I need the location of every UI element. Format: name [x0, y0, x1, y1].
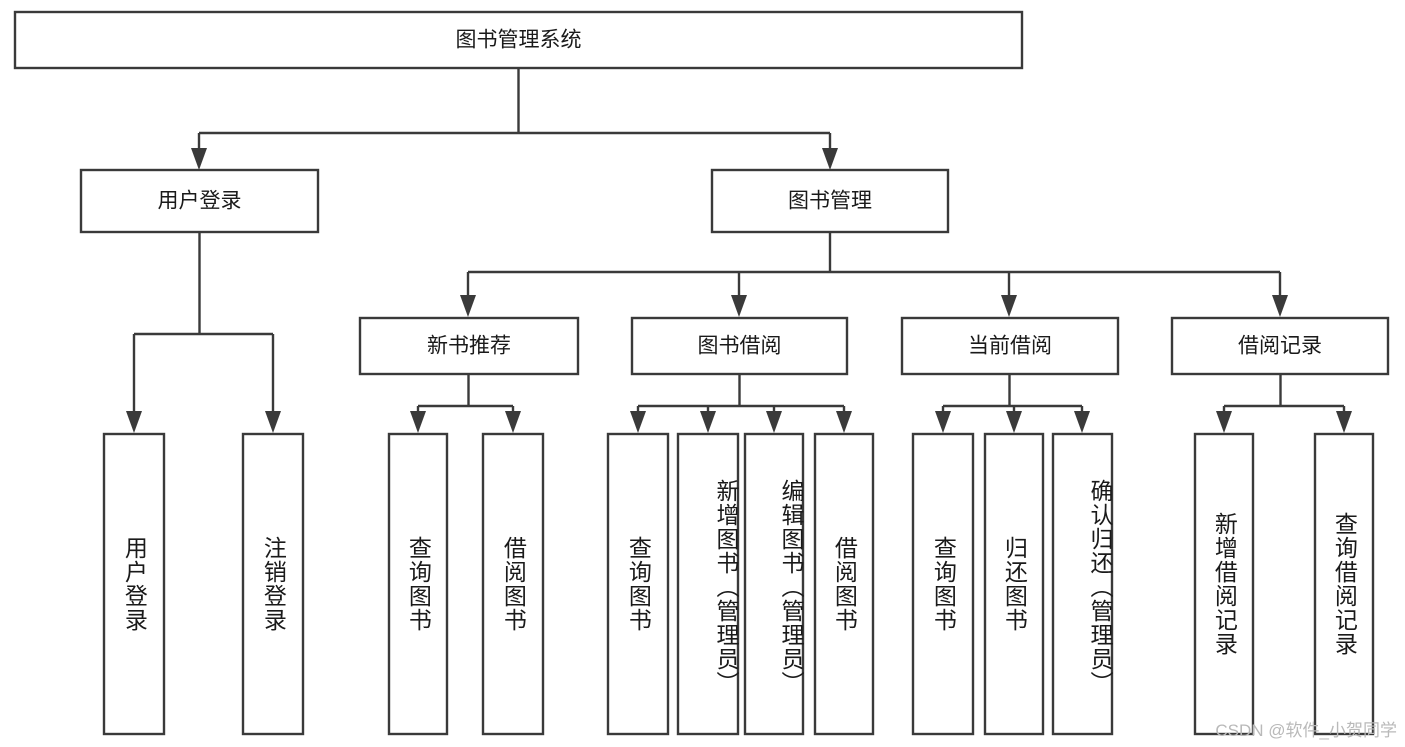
node-book-management-box[interactable] — [710, 168, 950, 234]
node-book-borrow-box[interactable] — [630, 316, 849, 376]
node-leaf-box[interactable] — [102, 432, 166, 736]
arrow-borrow-leaf-3 — [766, 411, 782, 433]
arrow-current-leaf-2 — [1006, 411, 1022, 433]
arrow-book-mgmt-to-borrow — [731, 295, 747, 317]
node-leaf-box[interactable] — [387, 432, 449, 736]
node-leaf-box[interactable] — [1313, 432, 1375, 736]
node-borrow-records-box[interactable] — [1170, 316, 1390, 376]
node-leaf-box[interactable] — [241, 432, 305, 736]
arrow-borrow-leaf-2 — [700, 411, 716, 433]
arrow-book-mgmt-to-new-book — [460, 295, 476, 317]
arrow-new-book-leaf-2 — [505, 411, 521, 433]
node-root-box[interactable] — [13, 10, 1024, 70]
arrow-new-book-leaf-1 — [410, 411, 426, 433]
arrow-records-leaf-1 — [1216, 411, 1232, 433]
arrow-book-mgmt-to-records — [1272, 295, 1288, 317]
arrow-user-login-leaf-2 — [265, 411, 281, 433]
node-new-book-recommend-box[interactable] — [358, 316, 580, 376]
arrow-borrow-leaf-4 — [836, 411, 852, 433]
arrow-root-to-user-login — [191, 148, 207, 170]
node-leaf-box[interactable] — [813, 432, 875, 736]
arrow-book-mgmt-to-current — [1001, 295, 1017, 317]
arrow-borrow-leaf-1 — [630, 411, 646, 433]
node-user-login-label: 用户登录 — [158, 190, 242, 213]
arrow-user-login-leaf-1 — [126, 411, 142, 433]
node-leaf-box[interactable] — [606, 432, 670, 736]
node-book-management-label: 图书管理 — [788, 190, 872, 213]
node-book-borrow-label: 图书借阅 — [698, 335, 782, 358]
arrow-current-leaf-3 — [1074, 411, 1090, 433]
node-leaf-box[interactable] — [983, 432, 1045, 736]
node-user-login-box[interactable] — [79, 168, 320, 234]
nodes-layer: 图书管理系统 用户登录 图书管理 新书推荐 图书借阅 当前借阅 借阅记录 — [13, 10, 1390, 736]
node-root-label: 图书管理系统 — [456, 29, 582, 52]
node-leaf-box[interactable] — [1193, 432, 1255, 736]
arrow-current-leaf-1 — [935, 411, 951, 433]
node-borrow-records-label: 借阅记录 — [1238, 335, 1322, 358]
node-leaf-box[interactable] — [743, 432, 805, 736]
node-leaf-box[interactable] — [911, 432, 975, 736]
node-leaf-box[interactable] — [481, 432, 545, 736]
arrow-root-to-book-mgmt — [822, 148, 838, 170]
node-leaf-box[interactable] — [1051, 432, 1114, 736]
arrow-records-leaf-2 — [1336, 411, 1352, 433]
node-current-borrow-box[interactable] — [900, 316, 1120, 376]
connectors-layer — [126, 68, 1352, 433]
node-new-book-recommend-label: 新书推荐 — [427, 335, 511, 358]
node-leaf-box[interactable] — [676, 432, 740, 736]
node-current-borrow-label: 当前借阅 — [968, 335, 1052, 358]
watermark-text: CSDN @软件_小贺同学 — [1215, 721, 1397, 740]
